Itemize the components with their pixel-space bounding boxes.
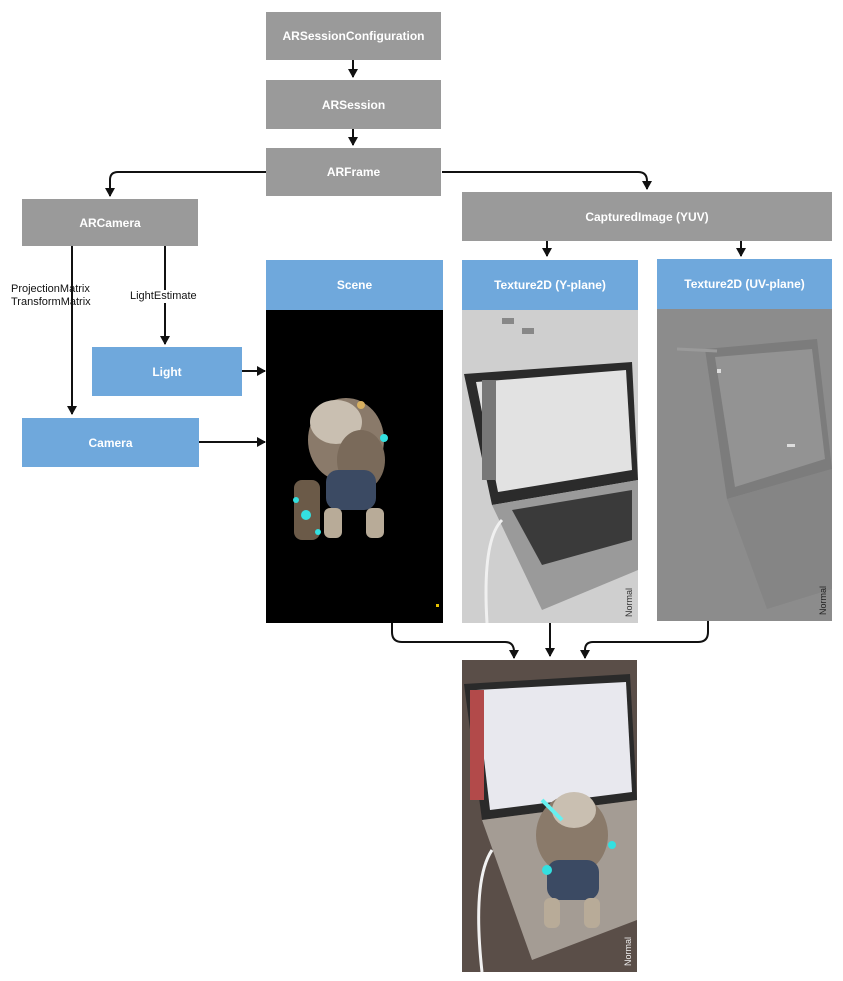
scene-render-image xyxy=(266,310,443,623)
node-capturedimage: CapturedImage (YUV) xyxy=(462,192,832,241)
node-arframe: ARFrame xyxy=(266,148,441,196)
node-arsessionconfiguration: ARSessionConfiguration xyxy=(266,12,441,60)
node-texture-uv: Texture2D (UV-plane) xyxy=(657,259,832,309)
node-arsession: ARSession xyxy=(266,80,441,129)
result-status-text: Normal xyxy=(623,936,633,966)
node-camera: Camera xyxy=(22,418,199,467)
node-texture-y: Texture2D (Y-plane) xyxy=(462,260,638,310)
laptop-grayscale-figure xyxy=(462,310,638,623)
laptop-uv-figure xyxy=(657,309,832,621)
node-arcamera: ARCamera xyxy=(22,199,198,246)
edge-frame-arcamera xyxy=(105,171,266,197)
node-scene: Scene xyxy=(266,260,443,310)
y-status-text: Normal xyxy=(624,587,634,617)
edge-frame-captured xyxy=(442,171,652,190)
edge-uv-result xyxy=(580,621,709,659)
composite-figure xyxy=(462,660,637,972)
uv-status-text: Normal xyxy=(818,585,828,615)
result-composite-image: Normal xyxy=(462,660,637,972)
label-projection-matrix: ProjectionMatrix xyxy=(11,283,90,295)
character-figure xyxy=(293,398,439,607)
texture-y-image: Normal xyxy=(462,310,638,623)
node-light: Light xyxy=(92,347,242,396)
label-transform-matrix: TransformMatrix xyxy=(11,296,91,308)
texture-uv-image: Normal xyxy=(657,309,832,621)
edge-scene-result xyxy=(391,623,519,659)
label-light-estimate: LightEstimate xyxy=(129,290,198,303)
